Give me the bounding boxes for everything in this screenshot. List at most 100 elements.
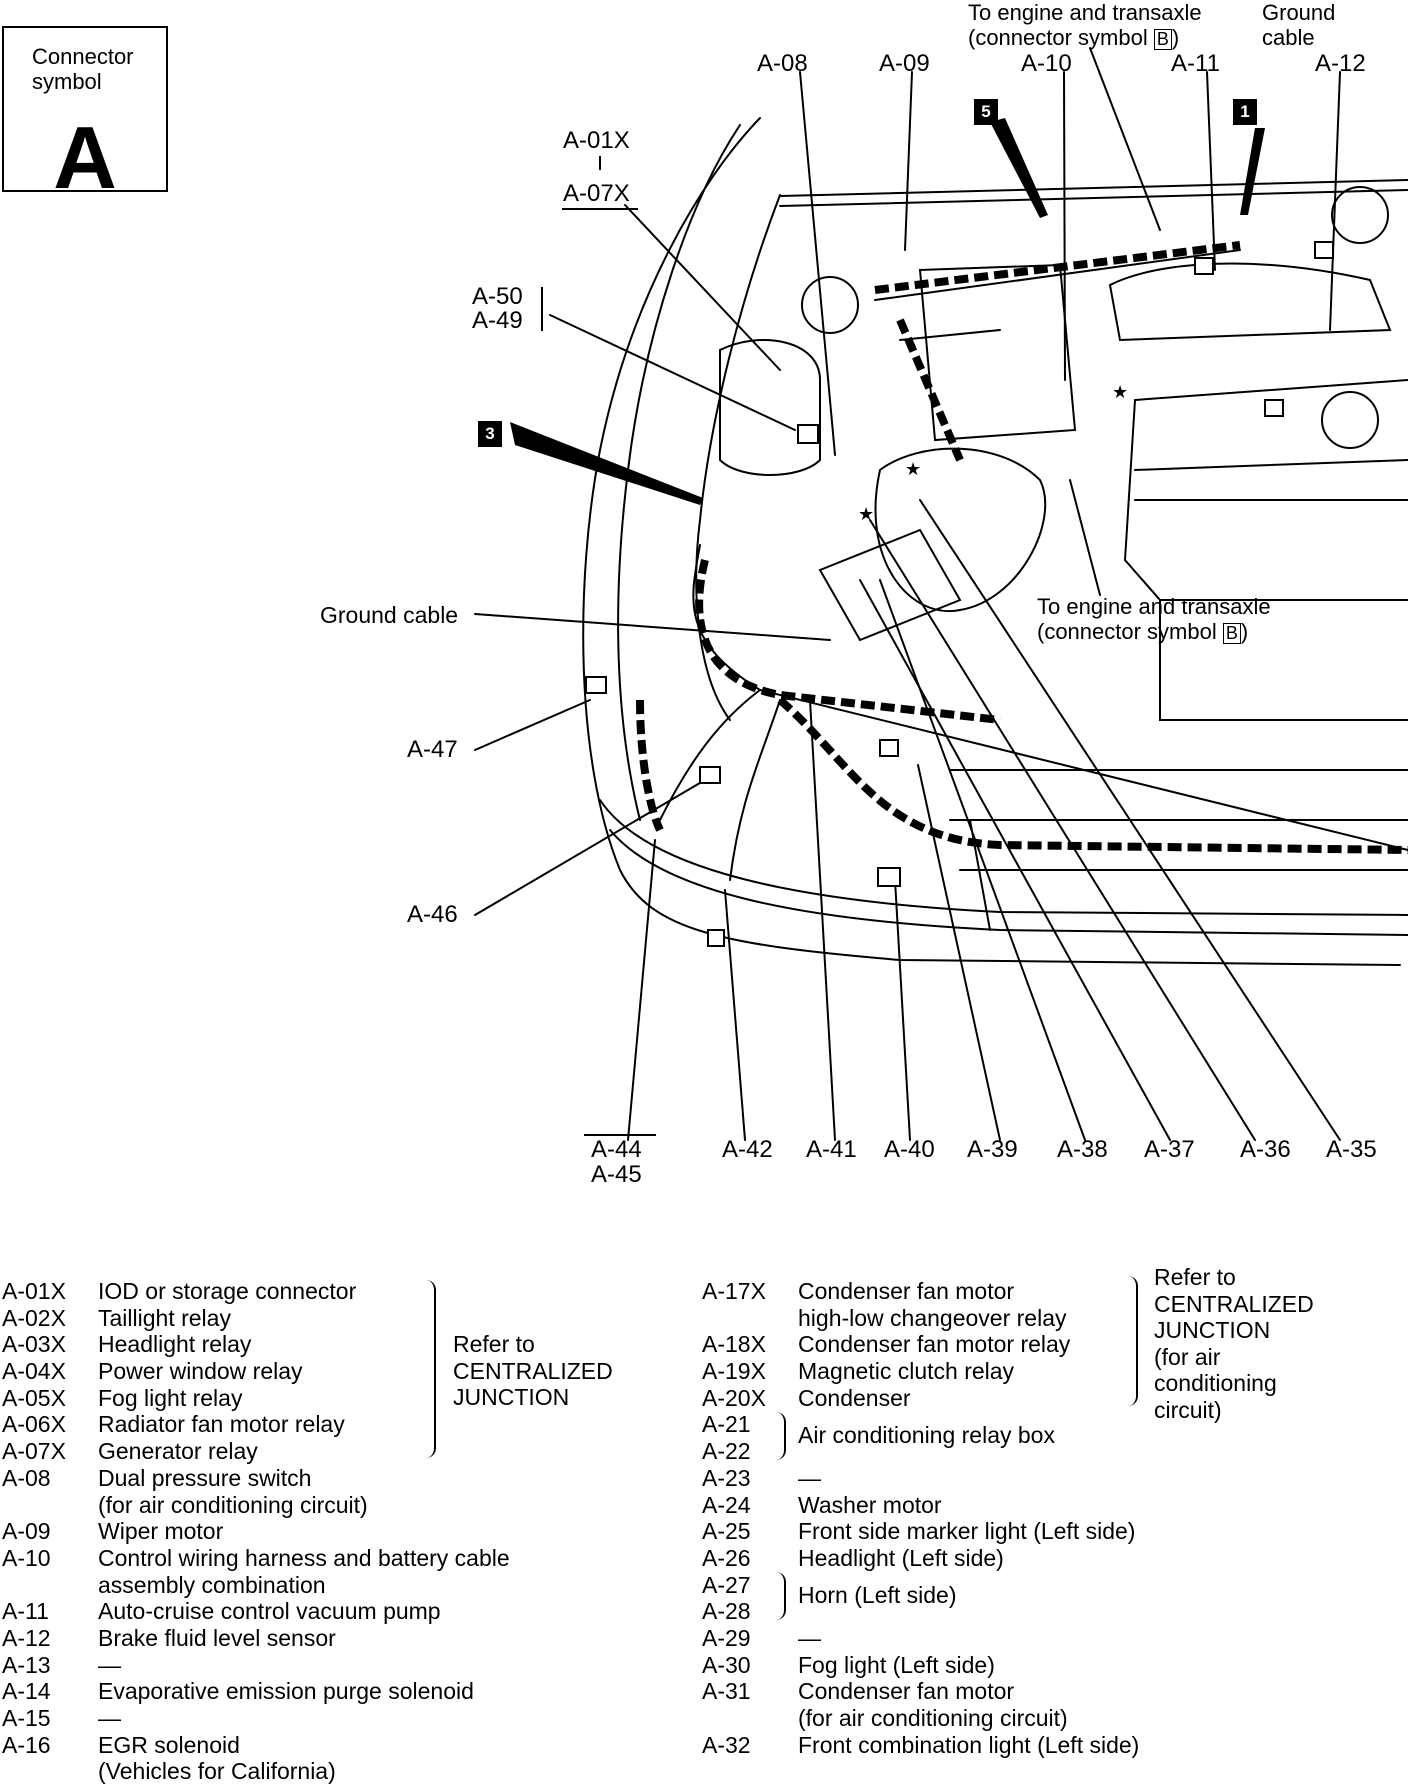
legend-desc: —	[98, 1705, 121, 1731]
legend-desc: Front side marker light (Left side)	[798, 1518, 1136, 1545]
legend-code: A-04X	[2, 1358, 66, 1385]
legend-desc: Fog light relay	[98, 1384, 243, 1411]
legend-desc: Dual pressure switch	[98, 1464, 312, 1491]
legend-row: A-28	[702, 1598, 1402, 1625]
legend-desc: Headlight relay	[98, 1331, 252, 1358]
callout-a07x: A-07X	[563, 180, 630, 207]
legend-code: A-29	[702, 1624, 751, 1651]
legend-desc: —	[798, 1464, 821, 1491]
callout-a38: A-38	[1057, 1136, 1108, 1163]
legend-code: A-07X	[2, 1438, 66, 1465]
legend-brace	[424, 1280, 436, 1458]
legend-row: A-22	[702, 1438, 1402, 1465]
legend-code: A-22	[702, 1438, 751, 1465]
legend-code: A-28	[702, 1598, 751, 1625]
legend-code: A-06X	[2, 1411, 66, 1438]
legend-code: A-13	[2, 1651, 51, 1678]
legend-code: A-31	[702, 1678, 751, 1705]
relay-box-brace	[776, 1412, 786, 1460]
legend-desc: Wiper motor	[98, 1518, 224, 1545]
callout-a10: A-10	[1021, 50, 1072, 77]
callout-a50: A-50	[472, 283, 523, 310]
callout-a09: A-09	[879, 50, 930, 77]
legend-desc: (for air conditioning circuit)	[798, 1705, 1068, 1731]
callout-a45: A-45	[591, 1161, 642, 1188]
reference-badge: 5	[974, 99, 998, 125]
legend-desc: Control wiring harness and battery cable	[98, 1544, 510, 1571]
reference-badge: 1	[1233, 99, 1257, 125]
callout-a12: A-12	[1315, 50, 1366, 77]
callout-a41: A-41	[806, 1136, 857, 1163]
note-line: (connector symbol B)	[968, 25, 1202, 50]
symbol-caption-line: symbol	[32, 69, 102, 94]
legend-row: assembly combination	[2, 1572, 662, 1599]
legend-code: A-25	[702, 1518, 751, 1545]
callout-underline	[562, 208, 638, 210]
legend-row: (for air conditioning circuit)	[702, 1705, 1402, 1732]
legend-code: A-09	[2, 1518, 51, 1545]
legend-desc: Condenser fan motor relay	[798, 1331, 1071, 1358]
legend-row: (Vehicles for California)	[2, 1758, 662, 1785]
legend-row: A-13—	[2, 1652, 662, 1679]
legend-desc: high-low changeover relay	[798, 1304, 1067, 1331]
note-line: conditioning	[1154, 1370, 1277, 1396]
legend-desc: Condenser fan motor	[798, 1278, 1015, 1304]
legend-brace	[1126, 1276, 1138, 1406]
legend-desc: IOD or storage connector	[98, 1278, 357, 1304]
legend-row: A-04X Power window relay	[2, 1358, 662, 1385]
legend-desc: Auto-cruise control vacuum pump	[98, 1598, 441, 1625]
legend-code: A-20X	[702, 1384, 766, 1411]
legend-row: A-09 Wiper motor	[2, 1518, 662, 1545]
note-text: )	[1171, 25, 1180, 50]
legend-code: A-16	[2, 1731, 51, 1758]
legend-code: A-12	[2, 1624, 51, 1651]
callout-a01x: A-01X	[563, 127, 630, 154]
legend-desc: Generator relay	[98, 1438, 258, 1465]
callout-a39: A-39	[967, 1136, 1018, 1163]
legend-desc: assembly combination	[98, 1571, 326, 1598]
legend-desc: Front combination light (Left side)	[798, 1731, 1140, 1758]
note-line: To engine and transaxle	[968, 0, 1202, 25]
legend-code: A-10	[2, 1544, 51, 1571]
legend-code: A-18X	[702, 1331, 766, 1358]
legend-row: A-08 Dual pressure switch	[2, 1465, 662, 1492]
note-line: To engine and transaxle	[1037, 594, 1271, 619]
connector-symbol-letter: A	[53, 108, 117, 207]
reference-badge: 3	[478, 421, 502, 447]
callout-a42: A-42	[722, 1136, 773, 1163]
legend-row: A-21	[702, 1411, 1402, 1438]
legend-row: (for air conditioning circuit)	[2, 1492, 662, 1519]
legend-desc: —	[798, 1624, 821, 1651]
note-line: CENTRALIZED	[453, 1357, 613, 1384]
callout-a35: A-35	[1326, 1136, 1377, 1163]
note-line: CENTRALIZED	[1154, 1290, 1314, 1317]
legend-code: A-23	[702, 1464, 751, 1491]
legend-code: A-11	[2, 1598, 49, 1625]
legend-desc: (for air conditioning circuit)	[98, 1491, 368, 1518]
note-line: Refer to	[453, 1331, 535, 1357]
legend-code: A-08	[2, 1464, 51, 1491]
ground-cable-note: Ground cable	[320, 602, 459, 628]
legend-desc: Taillight relay	[98, 1304, 231, 1331]
legend-row: A-06X Radiator fan motor relay	[2, 1411, 662, 1438]
legend-desc: Radiator fan motor relay	[98, 1411, 345, 1438]
svg-text:★: ★	[858, 504, 874, 525]
legend-desc: Power window relay	[98, 1358, 303, 1385]
note-text: (connector symbol	[1037, 619, 1223, 644]
legend-code: A-19X	[702, 1358, 766, 1385]
callout-a49: A-49	[472, 307, 523, 334]
svg-text:★: ★	[905, 459, 921, 480]
legend-code: A-14	[2, 1678, 51, 1705]
legend-code: A-05X	[2, 1384, 66, 1411]
